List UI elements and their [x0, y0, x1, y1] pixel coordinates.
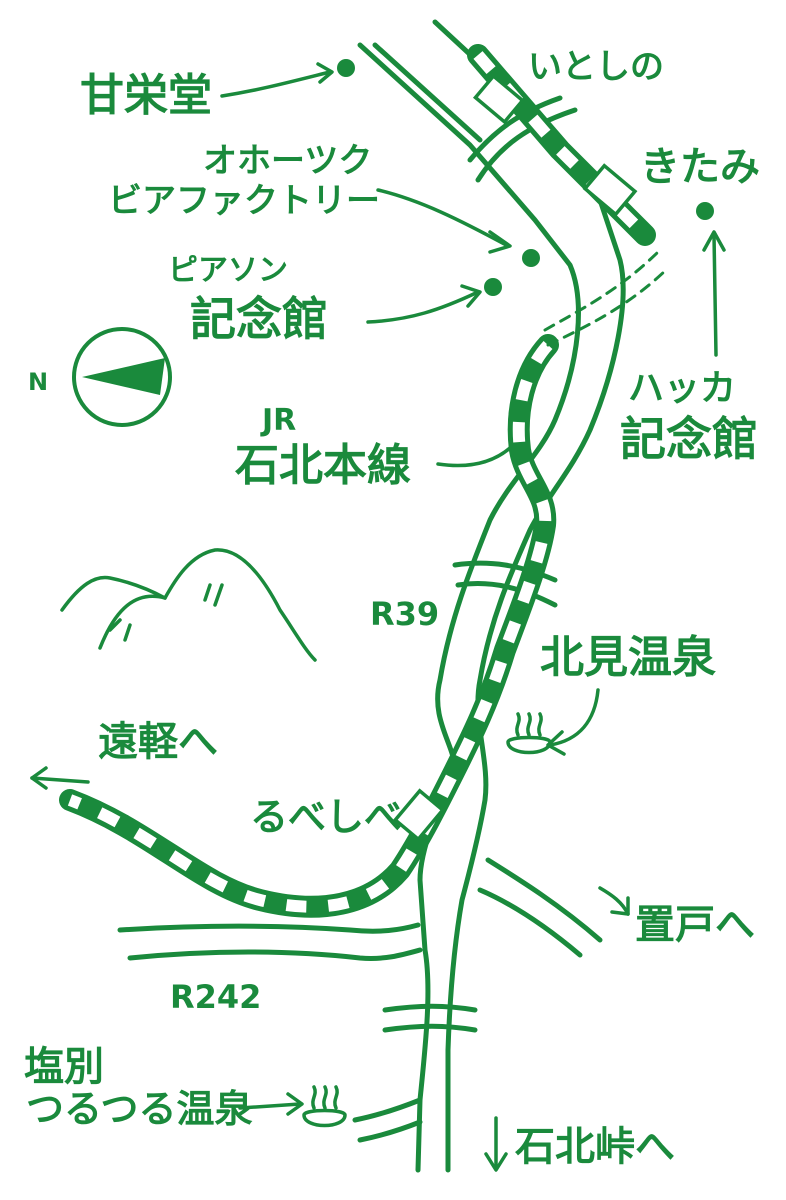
- bridge-bottom: [382, 1003, 478, 1033]
- label-engaru: 遠軽へ: [98, 719, 218, 765]
- bridge-mid: [452, 560, 558, 608]
- label-hakka-2: 記念館: [620, 412, 758, 466]
- tunnel-dashed: [543, 248, 670, 347]
- label-sekihoku: 石北峠へ: [515, 1124, 675, 1170]
- road-r39: [357, 19, 626, 1173]
- road-to-oketo: [477, 857, 603, 958]
- label-r242: R242: [170, 978, 261, 1016]
- okhotsk-marker: [522, 249, 540, 267]
- compass-icon: [72, 327, 172, 427]
- onsen-icon: [506, 712, 552, 755]
- label-amaeido: 甘栄堂: [80, 70, 212, 121]
- pierson-marker: [484, 278, 502, 296]
- road-shiobetsu: [352, 1097, 423, 1143]
- kitami-marker: [696, 202, 714, 220]
- label-jr-line: 石北本線: [235, 440, 411, 491]
- label-okhotsk-2: ビアファクトリー: [108, 181, 380, 221]
- mountain-icon: [60, 548, 317, 662]
- label-okhotsk-1: オホーツク: [203, 141, 372, 181]
- label-kitami: きたみ: [640, 144, 760, 190]
- compass-north-label: N: [28, 368, 48, 396]
- label-hakka-1: ハッカ: [628, 368, 736, 409]
- label-shiobetsu-2: つるつる温泉: [26, 1087, 252, 1131]
- label-itoshino: いとしの: [528, 47, 664, 87]
- station-icon: [392, 73, 638, 842]
- label-jr: JR: [260, 403, 296, 438]
- overpass-top: [467, 95, 578, 183]
- road-r242: [117, 922, 423, 961]
- label-oketo: 置戸へ: [635, 902, 755, 948]
- label-shiobetsu-1: 塩別: [24, 1044, 104, 1090]
- label-pierson-2: 記念館: [190, 292, 328, 346]
- label-pierson-1: ピアソン: [168, 253, 288, 288]
- label-r39: R39: [370, 595, 439, 633]
- label-rubeshibe: るべしべ: [250, 795, 402, 839]
- onsen-icon: [302, 1085, 347, 1128]
- amaeido-marker: [337, 59, 355, 77]
- label-kitami-onsen: 北見温泉: [540, 632, 716, 683]
- pointer-arrows: [30, 62, 726, 1172]
